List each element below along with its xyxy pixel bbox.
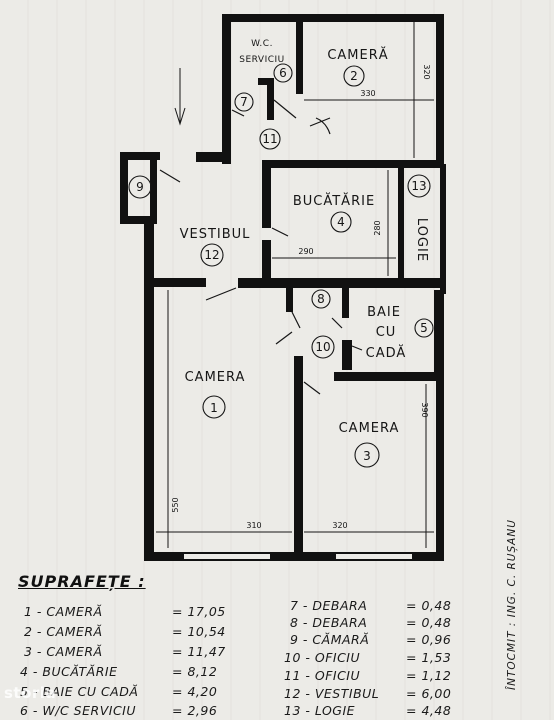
wall-camara-top	[120, 152, 160, 160]
number-3: 3	[363, 449, 371, 463]
legend-right-row-2: 8 - DEBARA= 0,48	[290, 615, 452, 630]
dim-camera2-width: 330	[360, 89, 375, 98]
wall-camera1-camera3	[294, 356, 303, 560]
number-13: 13	[411, 179, 426, 193]
marker-12	[200, 243, 224, 267]
wall-baie-bottom	[334, 372, 444, 381]
wall-debara7-right	[267, 78, 274, 120]
legend-right-row-6: 12 - VESTIBUL= 6,00	[284, 686, 452, 701]
label-wc-line2: SERVICIU	[239, 55, 285, 65]
window-camera1	[184, 554, 270, 559]
legend-title: SUPRAFEȚE :	[18, 572, 146, 591]
dimension-lines	[156, 22, 434, 548]
wall-camara-bottom	[120, 216, 156, 224]
author-credit: ÎNTOCMIT : ING. C. RUȘANU	[506, 519, 518, 690]
wall-baie-right	[434, 290, 444, 380]
wall-camera1-top-left	[144, 278, 206, 287]
label-camera3: CAMERA	[339, 421, 400, 436]
legend-right-row-4: 10 - OFICIU= 1,53	[284, 650, 452, 665]
number-2: 2	[350, 69, 358, 83]
wall-right-upper	[436, 14, 444, 124]
number-5: 5	[420, 321, 428, 335]
wall-kitchen-left	[262, 160, 271, 228]
marker-2	[343, 65, 365, 87]
wall-kitchen-logie	[398, 168, 404, 280]
label-baie-line2: CU	[376, 325, 397, 340]
wall-camara-left	[120, 152, 128, 224]
marker-6	[273, 63, 293, 83]
legend-left-row-1: 1 - CAMERĂ= 17,05	[24, 604, 226, 619]
label-logie: LOGIE	[414, 218, 429, 262]
label-bucatarie: BUCĂTĂRIE	[293, 193, 375, 209]
wall-top	[222, 14, 444, 22]
label-camera2: CAMERĂ	[327, 47, 388, 63]
marker-10	[311, 335, 335, 359]
legend-left-row-5: 5 - BAIE CU CADĂ= 4,20	[20, 684, 218, 699]
wall-camara-right	[150, 160, 157, 224]
legend-right-row-7: 13 - LOGIE= 4,48	[284, 703, 452, 718]
number-10: 10	[315, 340, 330, 354]
marker-13	[407, 174, 431, 198]
wall-kitchen-left-lower	[262, 240, 271, 278]
label-camera1: CAMERA	[185, 370, 246, 385]
marker-8	[311, 289, 331, 309]
legend-right-row-3: 9 - CĂMARĂ= 0,96	[290, 632, 452, 647]
marker-7	[234, 92, 254, 112]
doors	[159, 99, 363, 395]
wall-camera1-left	[144, 287, 154, 560]
wall-baie-left	[342, 340, 352, 370]
label-vestibul: VESTIBUL	[180, 227, 251, 242]
number-1: 1	[210, 401, 218, 415]
legend-right-row-5: 11 - OFICIU= 1,12	[284, 668, 452, 683]
legend-left-row-6: 6 - W/C SERVICIU= 2,96	[20, 703, 218, 718]
wall-logie-right	[440, 164, 446, 294]
wall-wc-camera2	[296, 14, 303, 94]
wall-camera3-right	[436, 380, 444, 560]
walls	[120, 14, 446, 561]
entrance-arrow-icon	[174, 68, 186, 126]
label-wc-line1: W.C.	[251, 39, 273, 49]
dim-camera1-width: 310	[246, 521, 261, 530]
label-baie-line1: BAIE	[367, 305, 401, 320]
wall-middle	[238, 278, 444, 288]
number-11: 11	[262, 132, 277, 146]
wall-kitchen-top	[262, 160, 440, 168]
legend-right-row-1: 7 - DEBARA= 0,48	[290, 598, 452, 613]
wall-debara8-right	[342, 288, 349, 318]
wall-bottom	[144, 552, 444, 561]
wall-vestibul-left	[144, 224, 154, 284]
wall-debara8-left	[286, 288, 293, 312]
window-camera3	[336, 554, 412, 559]
number-4: 4	[337, 215, 345, 229]
wall-kitchen-right-lower	[398, 240, 404, 280]
legend-left-row-4: 4 - BUCĂTĂRIE= 8,12	[20, 664, 218, 679]
dim-bucatarie-width: 290	[298, 247, 313, 256]
label-baie-line3: CADĂ	[366, 345, 407, 361]
marker-1	[202, 395, 226, 419]
marker-9	[128, 175, 152, 199]
wall-right-window	[436, 124, 444, 164]
marker-3	[354, 442, 380, 468]
number-7: 7	[240, 95, 248, 109]
dim-bucatarie-height: 280	[373, 220, 382, 235]
marker-5	[414, 318, 434, 338]
watermark: storia	[4, 684, 57, 702]
dim-camera2-height: 320	[422, 64, 431, 79]
legend-left-row-2: 2 - CAMERĂ= 10,54	[24, 624, 226, 639]
marker-11	[259, 128, 281, 150]
marker-4	[330, 211, 352, 233]
dim-camera1-height: 550	[171, 497, 180, 512]
number-8: 8	[317, 292, 325, 306]
dim-camera3-height: 390	[420, 402, 429, 417]
number-12: 12	[204, 248, 219, 262]
wall-wc-left	[222, 14, 231, 164]
number-6: 6	[279, 66, 287, 80]
wall-hall-top	[196, 152, 230, 162]
wall-debara7-top	[258, 78, 274, 85]
legend-left-row-3: 3 - CAMERĂ= 11,47	[24, 644, 226, 659]
number-9: 9	[136, 180, 144, 194]
dim-camera3-width: 320	[332, 521, 347, 530]
